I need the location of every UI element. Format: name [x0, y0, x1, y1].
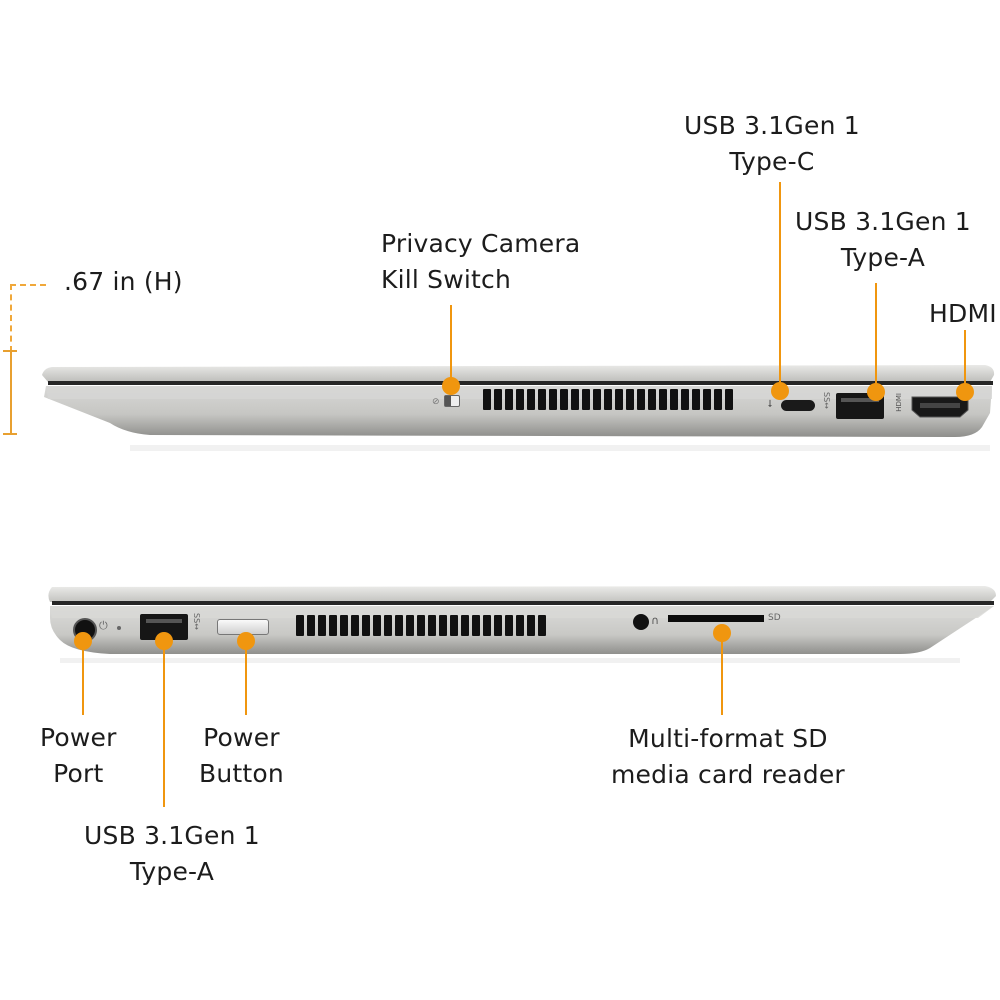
label-line: Button [199, 759, 284, 788]
label-line: USB 3.1Gen 1 [684, 111, 860, 140]
callout-label-usb-a-right: USB 3.1Gen 1 Type-A [795, 204, 971, 276]
callout-label-usb-c: USB 3.1Gen 1 Type-C [684, 108, 860, 180]
superspeed-usb-icon: SS↔ [822, 392, 831, 409]
label-line: USB 3.1Gen 1 [84, 821, 260, 850]
audio-jack [633, 614, 649, 630]
label-line: Type-A [129, 857, 215, 886]
dimension-label: .67 in (H) [64, 267, 183, 296]
callout-line-privacy [450, 305, 452, 385]
label-line: Power [40, 723, 117, 752]
usb-icon: ⭠ [764, 399, 776, 408]
callout-dot-power-port [74, 632, 92, 650]
callout-dot-privacy [442, 377, 460, 395]
label-line: Type-C [729, 147, 815, 176]
cooling-vent [296, 615, 546, 636]
dimension-dashed-line [10, 284, 12, 352]
callout-dot-usb-a-right [867, 383, 885, 401]
dimension-tick-bottom [3, 433, 17, 435]
callout-line-power-port [82, 645, 84, 715]
sd-marking: SD [768, 613, 781, 623]
superspeed-usb-icon: SS↔ [192, 613, 201, 630]
label-line: Privacy Camera [381, 229, 581, 258]
camera-off-icon: ⊘ [432, 397, 440, 407]
callout-line-sd-reader [721, 637, 723, 715]
label-line: Power [203, 723, 280, 752]
callout-dot-sd-reader [713, 624, 731, 642]
label-line: Port [53, 759, 104, 788]
callout-dot-hdmi [956, 383, 974, 401]
hdmi-marking: HDMI [895, 393, 903, 412]
privacy-camera-switch[interactable] [444, 395, 460, 407]
label-line: HDMI [929, 299, 997, 328]
label-line: Kill Switch [381, 265, 512, 294]
dimension-solid-line [10, 350, 12, 434]
dimension-dashed-leader [10, 284, 46, 286]
sd-card-slot [668, 615, 764, 622]
charge-led [117, 626, 121, 630]
callout-line-usb-a-left [163, 645, 165, 807]
callout-label-power-port: Power Port [40, 720, 117, 792]
headphone-icon: ∩ [651, 614, 660, 627]
label-line: Type-A [840, 243, 926, 272]
usb-c-port [781, 400, 815, 411]
label-line: Multi-format SD [628, 724, 828, 753]
power-plug-icon: ⏻ [99, 619, 108, 632]
callout-dot-usb-a-left [155, 632, 173, 650]
callout-label-power-button: Power Button [199, 720, 284, 792]
label-line: USB 3.1Gen 1 [795, 207, 971, 236]
cooling-vent [483, 389, 733, 410]
callout-label-usb-a-left: USB 3.1Gen 1 Type-A [84, 818, 260, 890]
callout-line-usb-a-right [875, 283, 877, 388]
callout-line-usb-c [779, 182, 781, 388]
callout-label-privacy-camera-kill-switch: Privacy Camera Kill Switch [381, 226, 580, 298]
callout-label-sd-reader: Multi-format SD media card reader [611, 721, 845, 793]
callout-label-hdmi: HDMI [929, 296, 997, 332]
label-line: media card reader [611, 760, 845, 789]
callout-line-hdmi [964, 330, 966, 388]
callout-line-power-button [245, 645, 247, 715]
callout-dot-power-button [237, 632, 255, 650]
callout-dot-usb-c [771, 382, 789, 400]
